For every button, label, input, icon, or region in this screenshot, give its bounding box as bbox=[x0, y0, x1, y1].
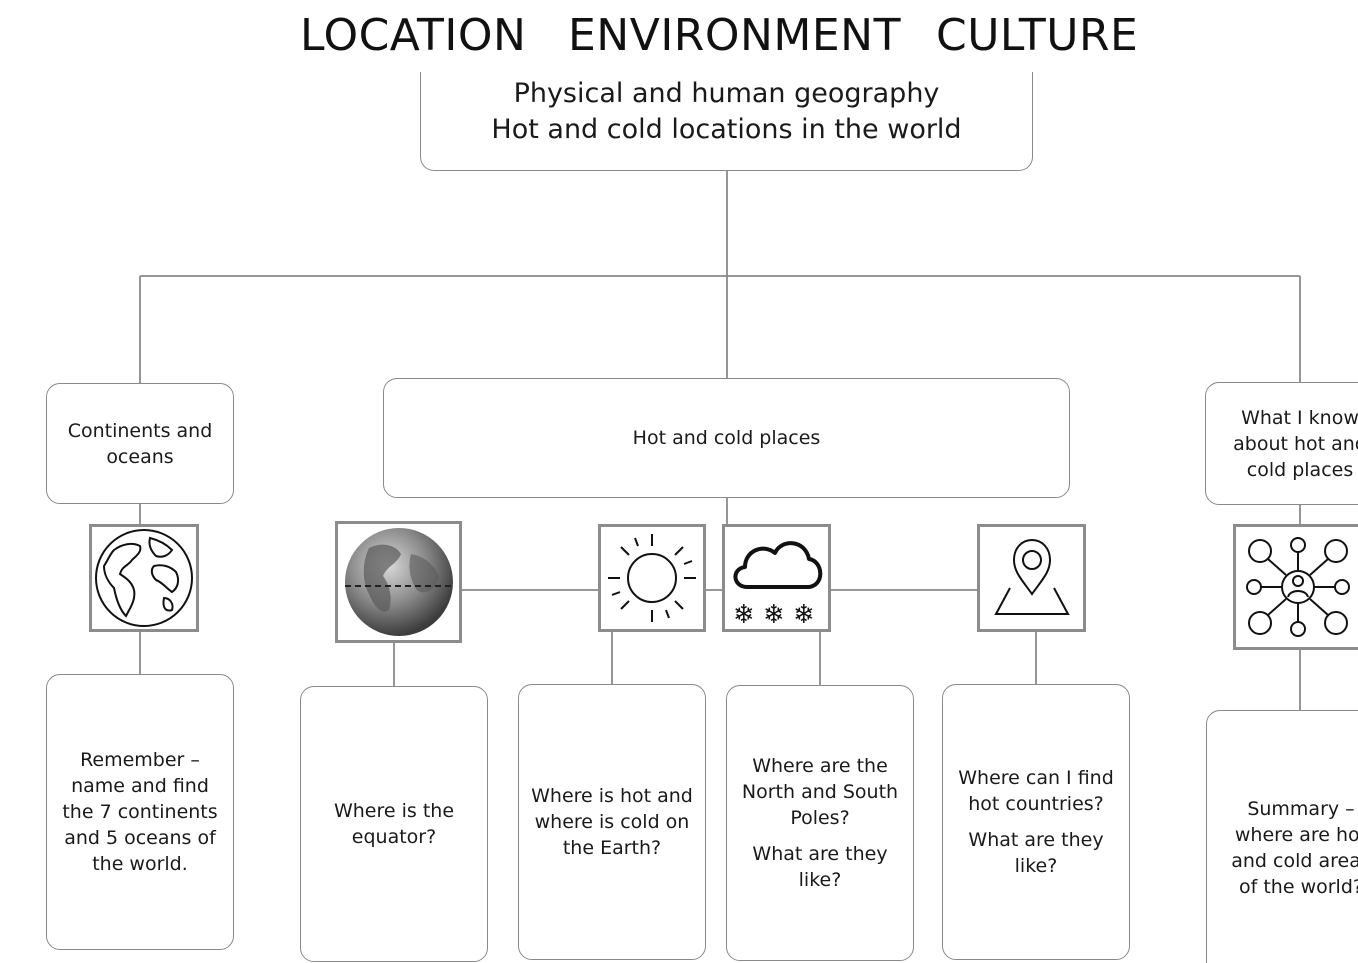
lesson-hot-cold: Where is hot and where is cold on the Ea… bbox=[518, 684, 706, 960]
svg-text:❄: ❄ bbox=[733, 600, 755, 629]
earth-equator-icon bbox=[335, 521, 462, 643]
branch-what-i-know: What I know about hot and cold places bbox=[1205, 382, 1358, 505]
lesson-hot-countries-question-1: Where can I find hot countries? bbox=[958, 767, 1114, 815]
root-topic-line-2: Hot and cold locations in the world bbox=[491, 114, 962, 145]
lesson-poles-question-1: Where are the North and South Poles? bbox=[741, 755, 899, 829]
lesson-poles: Where are the North and South Poles? Wha… bbox=[726, 685, 914, 961]
branch-hot-cold-places: Hot and cold places bbox=[383, 378, 1070, 498]
svg-text:❄: ❄ bbox=[763, 600, 785, 629]
lesson-continents: Remember – name and find the 7 continent… bbox=[46, 674, 234, 950]
branch-what-i-know-label: What I know about hot and cold places bbox=[1233, 406, 1358, 481]
svg-text:❄: ❄ bbox=[793, 600, 815, 629]
branch-continents-label: Continents and oceans bbox=[67, 419, 213, 468]
globe-outline-icon bbox=[89, 524, 199, 632]
sun-icon bbox=[598, 524, 706, 632]
lesson-hot-countries-question-2: What are they like? bbox=[968, 829, 1104, 877]
branch-hot-cold-label: Hot and cold places bbox=[632, 427, 821, 449]
heading-environment: ENVIRONMENT bbox=[568, 10, 901, 61]
lesson-summary: Summary – where are hot and cold areas o… bbox=[1206, 710, 1358, 963]
lesson-poles-question-2: What are they like? bbox=[752, 843, 888, 891]
lesson-hot-cold-text: Where is hot and where is cold on the Ea… bbox=[531, 785, 693, 859]
network-people-icon bbox=[1233, 524, 1358, 650]
lesson-summary-text: Summary – where are hot and cold areas o… bbox=[1231, 798, 1358, 898]
root-topic-line-1: Physical and human geography bbox=[513, 78, 940, 109]
cloud-snow-icon: ❄ ❄ ❄ bbox=[722, 524, 831, 632]
branch-continents-oceans: Continents and oceans bbox=[46, 383, 234, 504]
lesson-hot-countries: Where can I find hot countries? What are… bbox=[942, 684, 1130, 960]
lesson-equator: Where is the equator? bbox=[300, 686, 488, 962]
heading-location: LOCATION bbox=[300, 10, 527, 61]
heading-culture: CULTURE bbox=[936, 10, 1139, 61]
lesson-continents-text: Remember – name and find the 7 continent… bbox=[62, 749, 218, 875]
lesson-equator-text: Where is the equator? bbox=[333, 800, 455, 848]
root-topic-box: Physical and human geography Hot and col… bbox=[420, 72, 1033, 171]
map-pin-icon bbox=[977, 524, 1086, 632]
